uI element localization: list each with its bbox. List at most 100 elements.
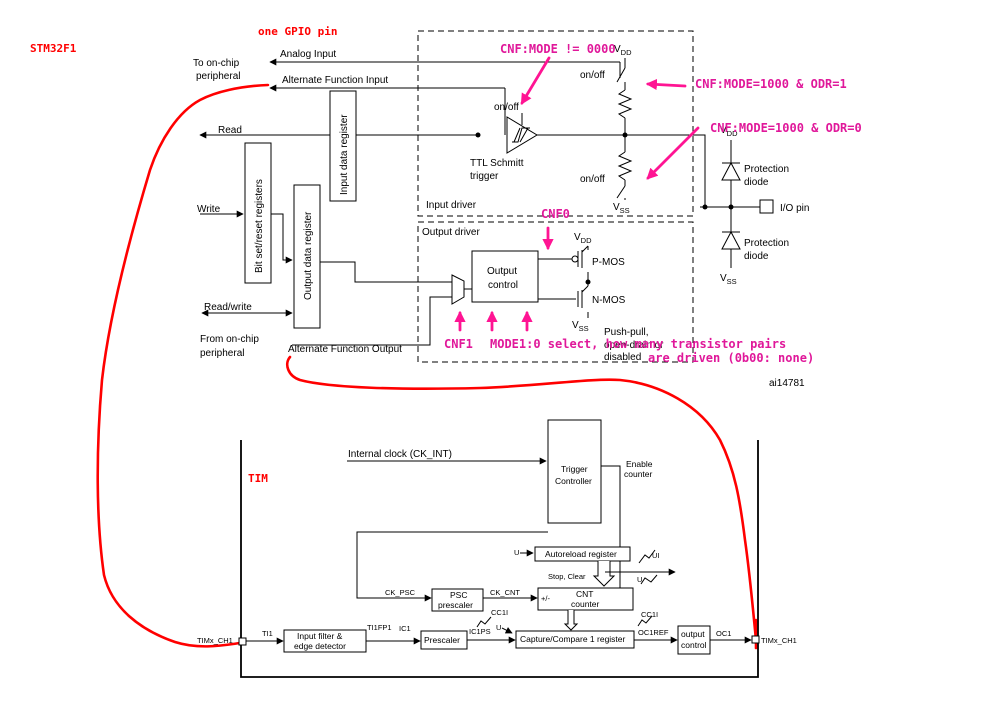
ttl-schmitt-label: TTL Schmitt bbox=[470, 158, 524, 169]
red-wire-af-input-to-timer bbox=[96, 83, 270, 648]
ck-psc-label: CK_PSC bbox=[385, 588, 416, 597]
io-pin-square bbox=[759, 199, 774, 214]
output-control-label-2: control bbox=[488, 280, 518, 291]
vdd-diode-label: VDD bbox=[720, 125, 738, 138]
arrow-cnf-mode-odr1 bbox=[645, 78, 687, 91]
ti1fp1-label: TI1FP1 bbox=[367, 623, 392, 632]
pullup-switch bbox=[616, 67, 626, 83]
annotation-cnf-mode-odr1: CNF:MODE=1000 & ODR=1 bbox=[695, 77, 847, 91]
timx-ch1-in-pin bbox=[238, 637, 247, 646]
ui-label: UI bbox=[652, 551, 660, 560]
capture-compare-label: Capture/Compare 1 register bbox=[520, 634, 626, 644]
pullup-onoff-label: on/off bbox=[580, 70, 605, 81]
cc1i-label-in: CC1I bbox=[491, 608, 508, 617]
outctl-label-1: output bbox=[681, 629, 705, 639]
output-mux bbox=[451, 274, 465, 305]
output-driver-box bbox=[417, 221, 694, 363]
figure-id: ai14781 bbox=[769, 378, 805, 389]
protection-bottom-label: Protection bbox=[744, 238, 789, 249]
ic1-label: IC1 bbox=[399, 624, 411, 633]
ttl-trigger-label: trigger bbox=[470, 171, 499, 182]
u-label-cnt: U bbox=[637, 575, 642, 584]
label-from-onchip: From on-chip bbox=[200, 334, 259, 345]
trigger-controller bbox=[547, 419, 602, 524]
red-wire-timer-to-af-output bbox=[286, 355, 758, 642]
pullup-resistor bbox=[617, 89, 633, 119]
label-analog-input: Analog Input bbox=[280, 49, 336, 60]
u-label-arr: U bbox=[514, 548, 519, 557]
arrow-cnt-to-cc bbox=[563, 610, 579, 631]
psc-label: PSC bbox=[450, 590, 467, 600]
psc-prescaler bbox=[431, 588, 484, 612]
ic-prescaler-label: Prescaler bbox=[424, 635, 460, 645]
autoreload-register bbox=[534, 546, 631, 562]
bit-set-reset-label: Bit set/reset registers bbox=[254, 179, 265, 273]
pmos-label: P-MOS bbox=[592, 257, 625, 268]
protection-top-label: Protection bbox=[744, 164, 789, 175]
input-data-register-label: Input data register bbox=[339, 114, 350, 195]
ttl-schmitt-trigger bbox=[506, 116, 538, 154]
pulldown-resistor bbox=[617, 151, 633, 181]
junction-drains bbox=[585, 279, 591, 285]
psc-label-2: prescaler bbox=[438, 600, 473, 610]
pmos-gate-bubble bbox=[571, 255, 579, 263]
oc1-label: OC1 bbox=[716, 629, 731, 638]
enable-label-2: counter bbox=[624, 469, 653, 479]
timer-frame bbox=[240, 440, 759, 678]
vdd-out-label: VDD bbox=[574, 232, 592, 245]
label-af-input: Alternate Function Input bbox=[282, 75, 388, 86]
autoreload-label: Autoreload register bbox=[545, 549, 617, 559]
schmitt-hysteresis-icon bbox=[512, 127, 530, 143]
cnt-label-2: counter bbox=[571, 599, 600, 609]
oc1ref-label: OC1REF bbox=[638, 628, 669, 637]
label-read: Read bbox=[218, 125, 242, 136]
filter-label-1: Input filter & bbox=[297, 631, 343, 641]
label-internal-clock: Internal clock (CK_INT) bbox=[348, 449, 452, 460]
arr-preload-icon bbox=[638, 549, 656, 564]
output-control-label-1: Output bbox=[487, 266, 517, 277]
annotation-cnf-mode-odr0: CNF:MODE=1000 & ODR=0 bbox=[710, 121, 862, 135]
push-pull-label-2: open-drain or bbox=[604, 340, 664, 351]
wire-odr-to-mux bbox=[320, 261, 452, 283]
annotation-stm32f1: STM32F1 bbox=[30, 42, 77, 55]
junction-read bbox=[475, 132, 481, 138]
arrow-arr-to-cnt bbox=[592, 561, 616, 587]
pmos-leads bbox=[581, 245, 589, 253]
io-pin-label: I/O pin bbox=[780, 203, 809, 214]
cc1i-icon-in bbox=[476, 616, 492, 628]
timx-ch1-in-label: TIMx_CH1 bbox=[197, 636, 233, 645]
cnt-update-icon bbox=[640, 574, 658, 585]
cc1i-icon-out bbox=[637, 615, 653, 627]
output-driver-label: Output driver bbox=[422, 227, 480, 238]
ck-cnt-label: CK_CNT bbox=[490, 588, 520, 597]
vss-input-label: VSS bbox=[613, 202, 630, 215]
label-to-onchip: To on-chip bbox=[193, 58, 240, 69]
label-read-write: Read/write bbox=[204, 302, 252, 313]
timx-ch1-out-label: TIMx_CH1 bbox=[761, 636, 797, 645]
diode-bottom-label: diode bbox=[744, 251, 769, 262]
annotation-one-gpio-pin: one GPIO pin bbox=[258, 25, 337, 38]
protection-diode-bottom bbox=[721, 230, 741, 250]
input-driver-box bbox=[417, 30, 694, 217]
pulldown-switch bbox=[616, 185, 626, 199]
wire-bsrr-to-odr bbox=[271, 213, 293, 264]
output-control-box bbox=[471, 250, 539, 303]
nmos-leads bbox=[581, 285, 589, 293]
diode-top-label: diode bbox=[744, 177, 769, 188]
schmitt-onoff-label: on/off bbox=[494, 102, 519, 113]
arrow-cnf-mode-odr0 bbox=[646, 126, 700, 180]
vdd-top-label: VDD bbox=[614, 44, 632, 57]
annotation-cnf1: CNF1 bbox=[444, 337, 473, 351]
vss-diode-label: VSS bbox=[720, 273, 737, 286]
arrow-cnf-mode-ne bbox=[520, 56, 551, 105]
push-pull-label-3: disabled bbox=[604, 352, 641, 363]
junction-bus bbox=[702, 204, 708, 210]
outctl-label-2: control bbox=[681, 640, 707, 650]
plusminus-label: +/- bbox=[541, 594, 550, 603]
nmos-label: N-MOS bbox=[592, 295, 626, 306]
wire-u-cc bbox=[501, 627, 513, 634]
annotation-mode-select-1: MODE1:0 select, how many transistor pair… bbox=[490, 337, 786, 351]
output-control-tim bbox=[677, 625, 711, 655]
label-from-onchip-peripheral: peripheral bbox=[200, 348, 244, 359]
